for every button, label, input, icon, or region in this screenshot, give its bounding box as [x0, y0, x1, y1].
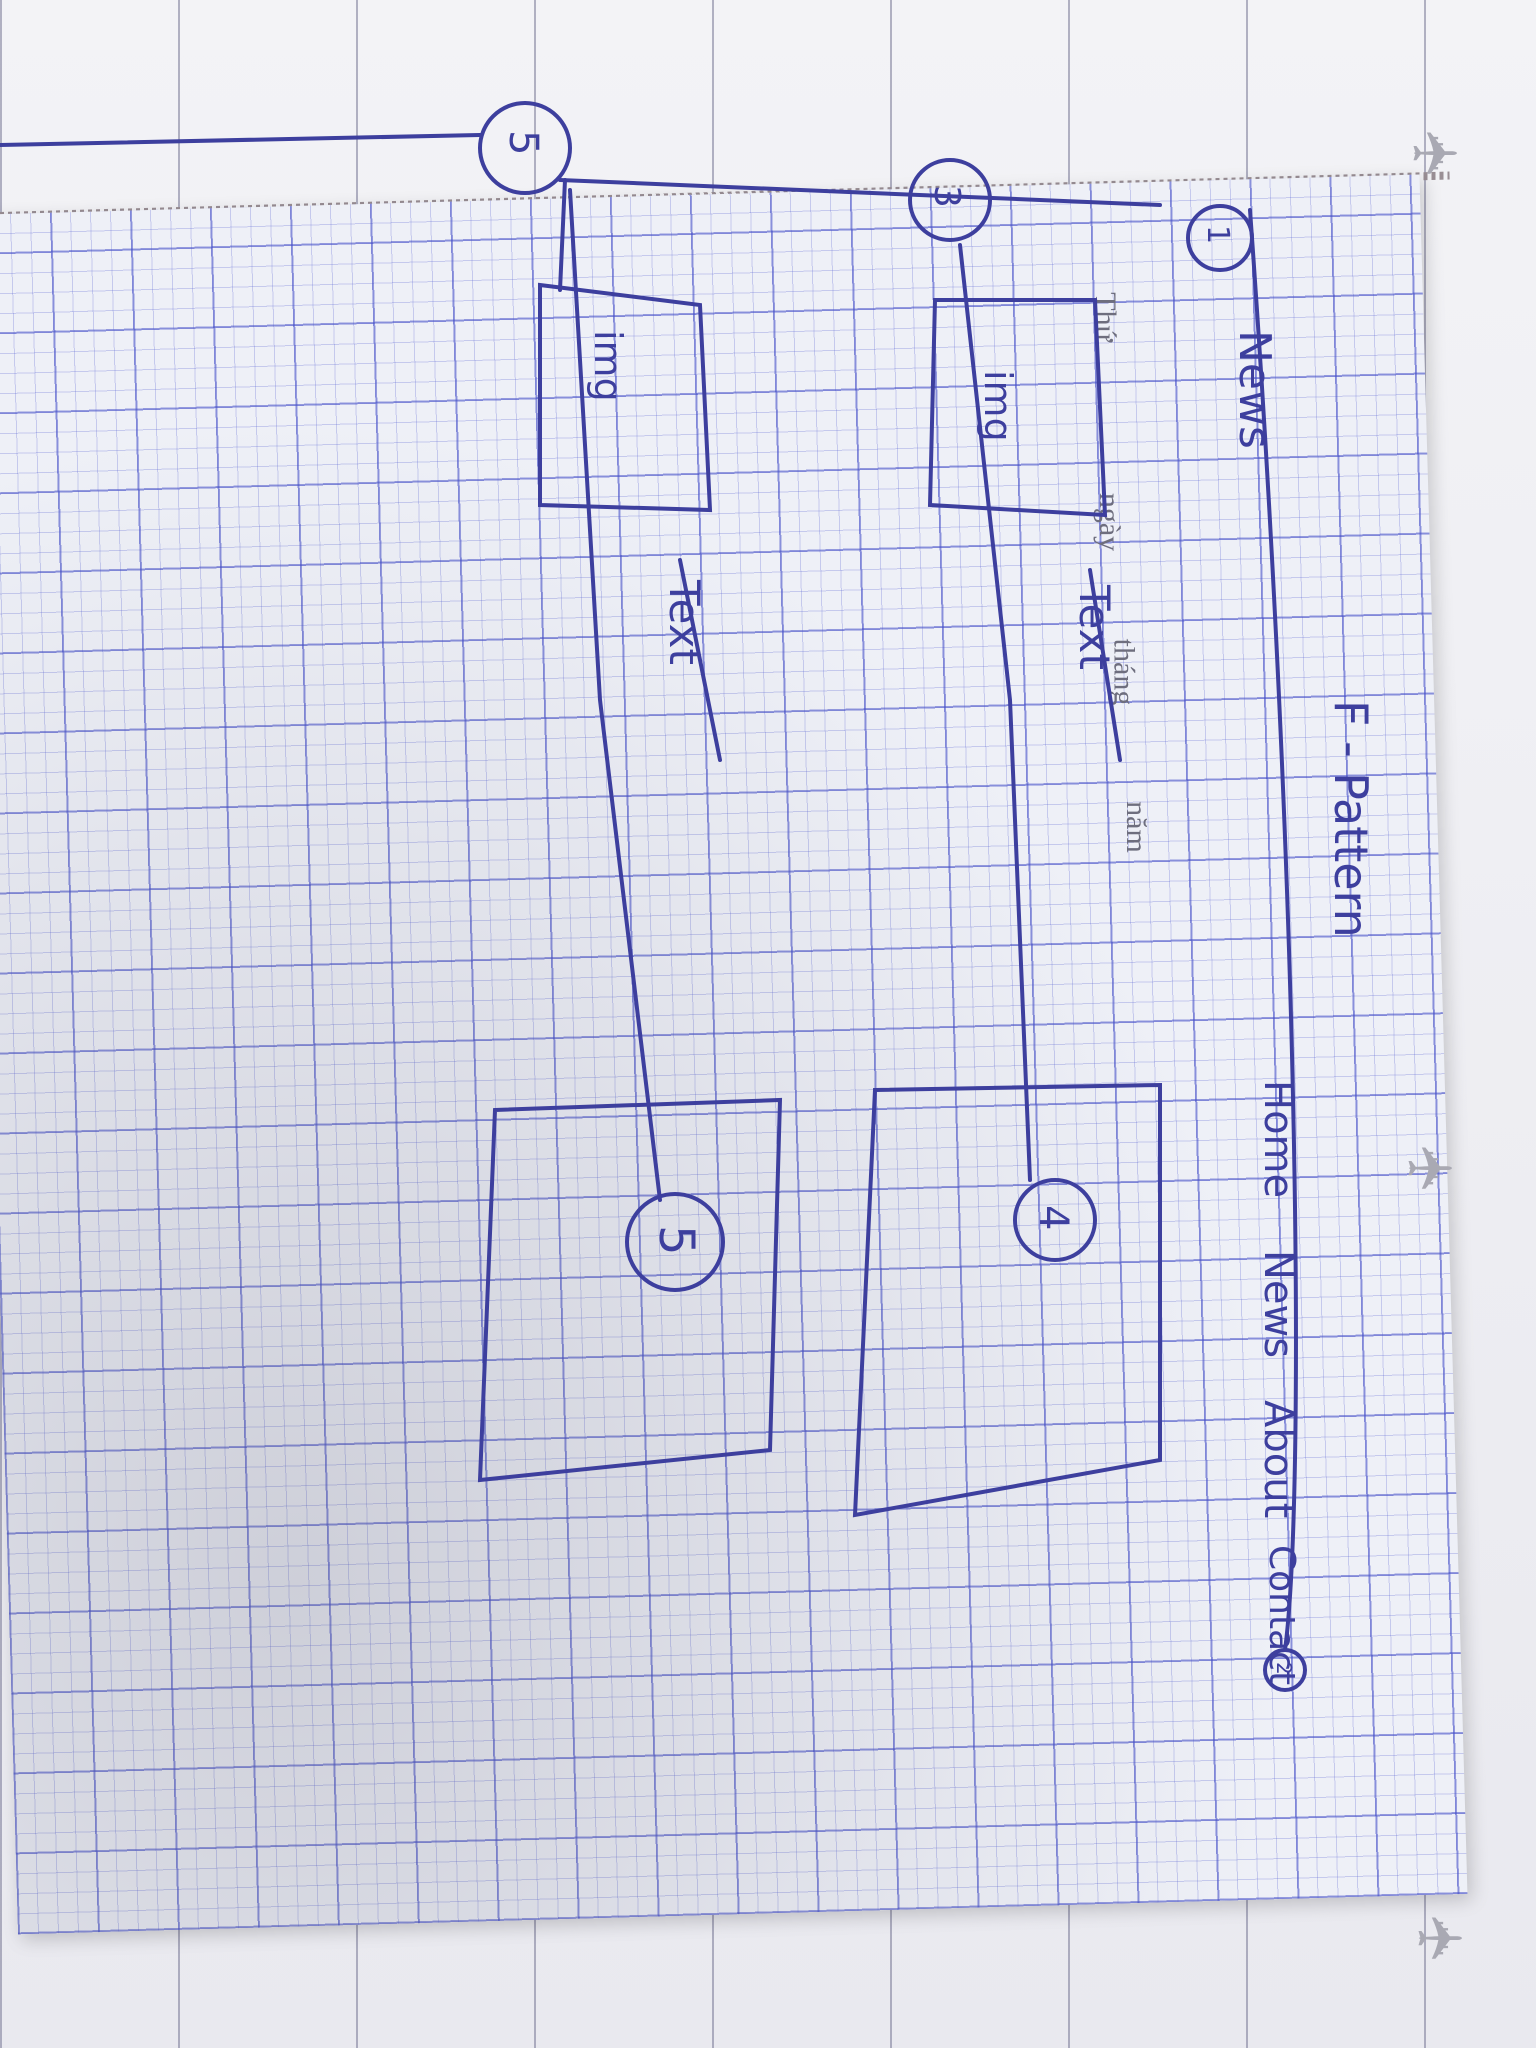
scan-line-row-1 — [958, 243, 1032, 1182]
marker-5-bottom — [625, 1192, 725, 1292]
sketch-title: F - Pattern — [1324, 700, 1378, 938]
image-box-row-1 — [927, 298, 1108, 518]
marker-2 — [1263, 1648, 1307, 1692]
marker-5-top — [478, 101, 572, 195]
header-line — [558, 178, 1162, 207]
content-box-row-2 — [477, 1097, 783, 1483]
text-placeholder-line — [1088, 568, 1122, 762]
content-box-row-1 — [852, 1082, 1162, 1518]
nav-about: About — [1255, 1400, 1301, 1518]
bird-doodle-icon: ✈ — [1405, 1136, 1456, 1203]
marker-1 — [1186, 204, 1254, 272]
nav-contact: Contact — [1261, 1545, 1302, 1685]
logo-text: News — [1229, 330, 1280, 449]
text-placeholder-line — [678, 558, 722, 762]
marker-label: 3 — [926, 185, 967, 208]
marker-4 — [1013, 1178, 1097, 1262]
row-1-image-label: img — [976, 370, 1020, 442]
row-2-text-label: Text — [660, 579, 709, 665]
nav-news: News — [1255, 1250, 1301, 1358]
header-divider — [1248, 208, 1298, 1652]
bird-doodle-icon: ✈ — [1415, 1906, 1466, 1973]
guide-line — [0, 133, 482, 147]
nav-home: Home — [1255, 1080, 1301, 1198]
row-1-text-label: Text — [1070, 584, 1119, 670]
bird-doodle-icon: ✈ — [1410, 121, 1461, 188]
marker-label: 1 — [1200, 225, 1235, 244]
row-2-image-label: img — [586, 330, 630, 402]
marker-label: 4 — [1030, 1205, 1076, 1230]
marker-label: 5 — [500, 130, 546, 155]
scan-line-row-2 — [568, 188, 662, 1202]
image-box-row-2 — [538, 282, 713, 513]
marker-label: 5 — [648, 1225, 704, 1256]
marker-label: 2 — [1272, 1662, 1296, 1675]
marker-3 — [908, 158, 992, 242]
